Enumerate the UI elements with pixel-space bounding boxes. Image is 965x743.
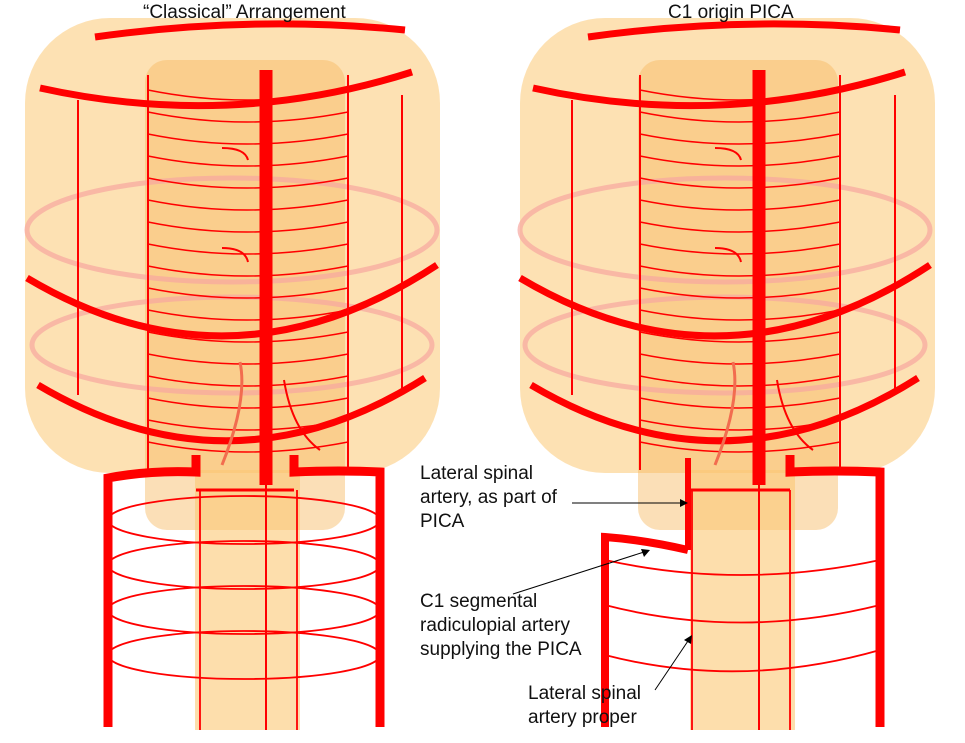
- brainstem-outer-volume-right: [520, 18, 935, 473]
- small-branches: [220, 147, 321, 466]
- label-lateral-spinal-pica: Lateral spinal artery, as part of PICA: [420, 463, 557, 532]
- vertical-vessels: [77, 75, 403, 470]
- cord-loops: [107, 490, 381, 730]
- back-rim-lower: [29, 294, 435, 396]
- brainstem-outer-volume: [25, 18, 440, 473]
- back-rim-lower-right: [522, 294, 928, 396]
- annotation-pointers: [512, 502, 691, 691]
- back-rim-upper-right: [517, 175, 933, 285]
- small-branches-right: [713, 147, 814, 466]
- panel-c1-origin: [512, 18, 935, 730]
- inner-cylinder-spirals: [147, 89, 349, 453]
- spinal-cord-volume-right: [690, 470, 795, 730]
- label-c1-segmental: C1 segmental radiculopial artery supplyi…: [420, 591, 582, 660]
- c1-segmental-artery: [601, 532, 689, 727]
- back-rim-upper: [24, 175, 440, 285]
- annotation-arrowheads: [641, 499, 692, 644]
- title-classical-arrangement: “Classical” Arrangement: [143, 2, 346, 23]
- lateral-spinal-right-side: [785, 455, 885, 727]
- cord-loops-right: [604, 490, 881, 730]
- spinal-cord-volume: [195, 470, 300, 730]
- vertical-vessels-right: [571, 75, 896, 470]
- lateral-spinal-shoulders: [103, 455, 385, 727]
- panel-classical: [24, 18, 440, 730]
- title-c1-origin-pica: C1 origin PICA: [668, 2, 794, 23]
- label-lateral-spinal-proper: Lateral spinal artery proper: [528, 683, 642, 728]
